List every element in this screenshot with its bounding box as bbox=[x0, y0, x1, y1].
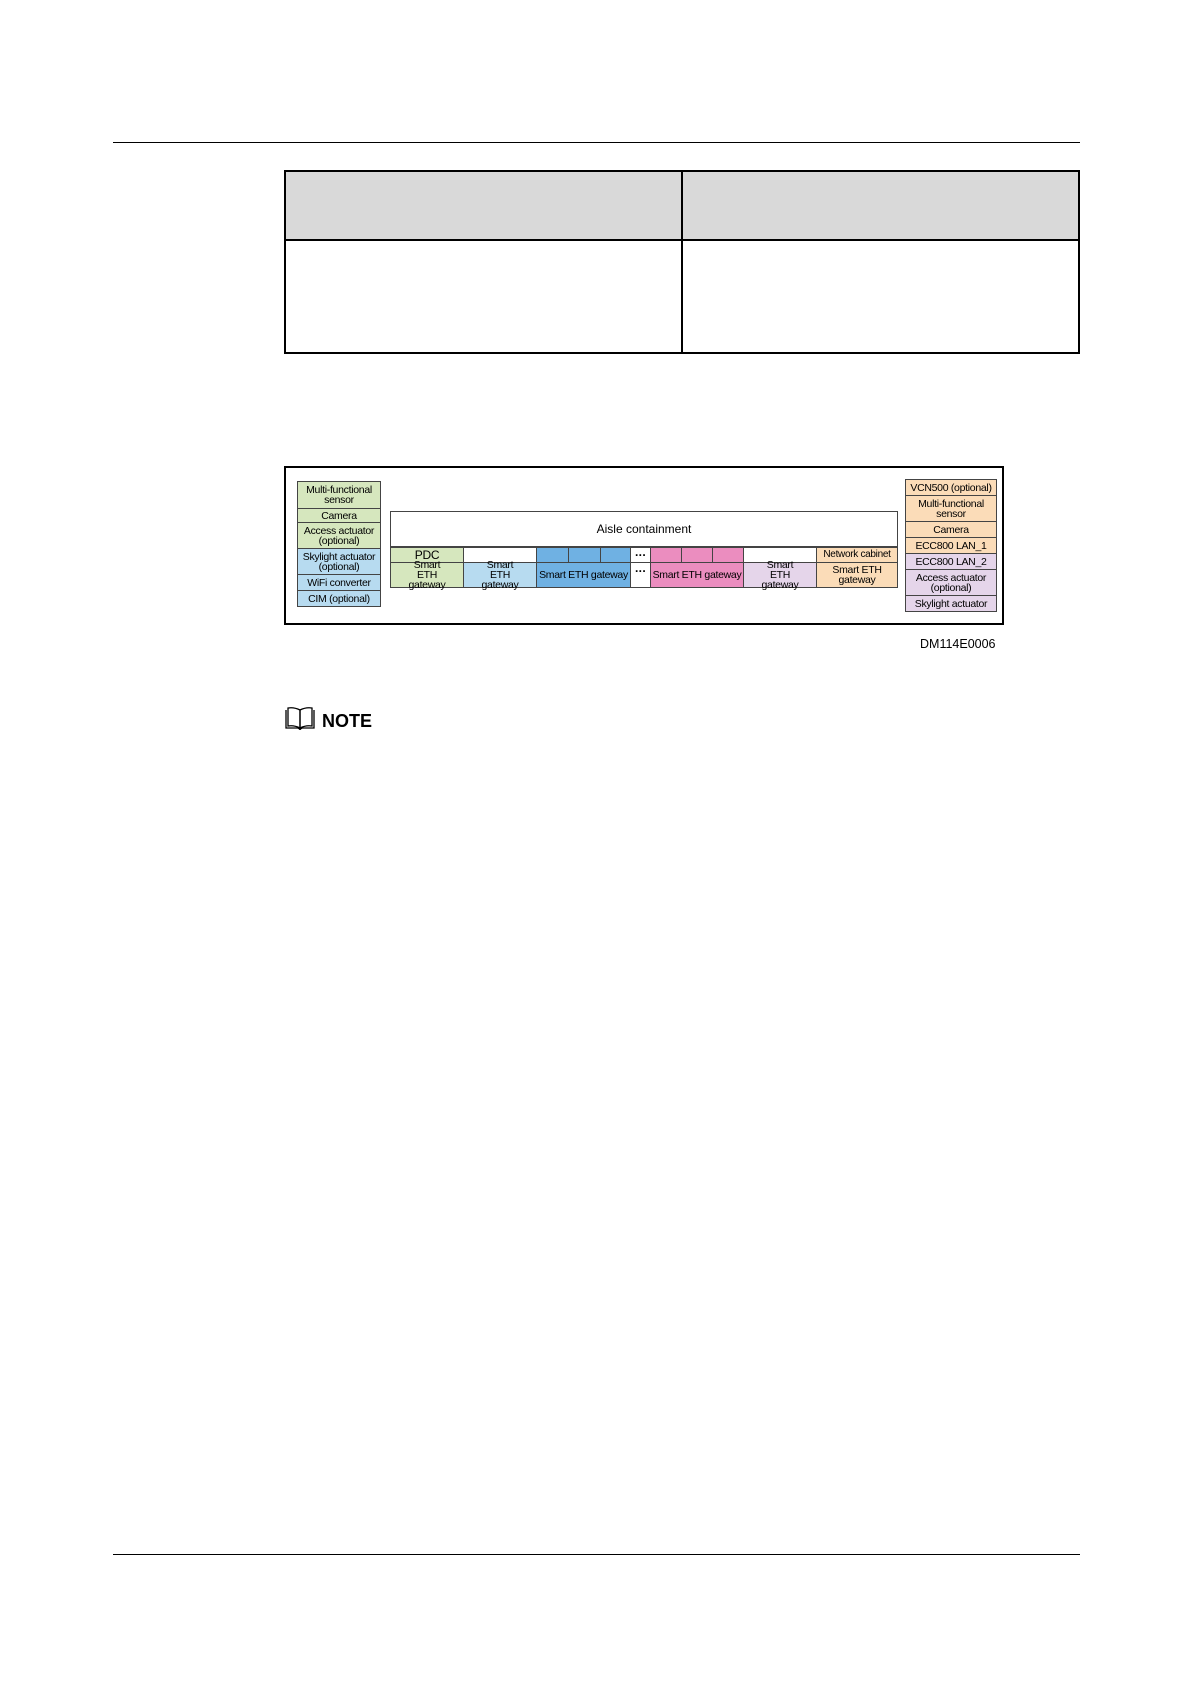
cabinet bbox=[568, 547, 601, 563]
gateway: Smart ETH gateway bbox=[536, 562, 631, 588]
empty-table bbox=[284, 170, 1080, 355]
cabinet bbox=[600, 547, 631, 563]
ellipsis: ··· bbox=[630, 547, 651, 563]
gateway: Smart ETH gateway bbox=[743, 560, 817, 590]
note-label: NOTE bbox=[322, 711, 373, 731]
right-item: Camera bbox=[905, 521, 997, 538]
left-item: Access actuator (optional) bbox=[297, 522, 381, 549]
table-cell bbox=[681, 238, 1080, 355]
left-item: Skylight actuator (optional) bbox=[297, 548, 381, 575]
note-heading: NOTE bbox=[284, 707, 372, 736]
left-item: Multi-functional sensor bbox=[297, 481, 381, 509]
table-header-cell bbox=[284, 170, 683, 241]
table-row bbox=[284, 238, 1080, 355]
right-item: Multi-functional sensor bbox=[905, 495, 997, 522]
network-cabinet: Network cabinet bbox=[816, 547, 898, 563]
diagram-code: DM114E0006 bbox=[920, 637, 996, 651]
gateway: Smart ETH gateway bbox=[390, 560, 464, 590]
gateway: Smart ETH gateway bbox=[650, 562, 744, 588]
right-item: Access actuator (optional) bbox=[905, 569, 997, 596]
table-header-cell bbox=[681, 170, 1080, 241]
table-cell bbox=[284, 238, 683, 355]
right-item: VCN500 (optional) bbox=[905, 479, 997, 496]
cabinet bbox=[712, 547, 744, 563]
gateway: Smart ETH gateway bbox=[463, 560, 537, 590]
aisle-containment: Aisle containment bbox=[390, 511, 898, 547]
networking-diagram: Multi-functional sensor Camera Access ac… bbox=[284, 466, 1004, 625]
left-device-stack: Multi-functional sensor Camera Access ac… bbox=[297, 481, 381, 607]
cabinet bbox=[681, 547, 713, 563]
right-item: ECC800 LAN_2 bbox=[905, 553, 997, 570]
right-item: Skylight actuator bbox=[905, 595, 997, 612]
footer-rule bbox=[113, 1554, 1080, 1555]
cabinet bbox=[536, 547, 569, 563]
table-header-row bbox=[284, 170, 1080, 241]
left-item: WiFi converter bbox=[297, 574, 381, 591]
cabinet bbox=[650, 547, 682, 563]
header-rule bbox=[113, 142, 1080, 143]
right-item: ECC800 LAN_1 bbox=[905, 537, 997, 554]
ellipsis: ··· bbox=[630, 562, 651, 588]
right-device-stack: VCN500 (optional) Multi-functional senso… bbox=[905, 479, 997, 612]
left-item: Camera bbox=[297, 508, 381, 523]
gateway: Smart ETH gateway bbox=[816, 562, 898, 588]
left-item: CIM (optional) bbox=[297, 590, 381, 607]
book-icon bbox=[284, 707, 316, 736]
